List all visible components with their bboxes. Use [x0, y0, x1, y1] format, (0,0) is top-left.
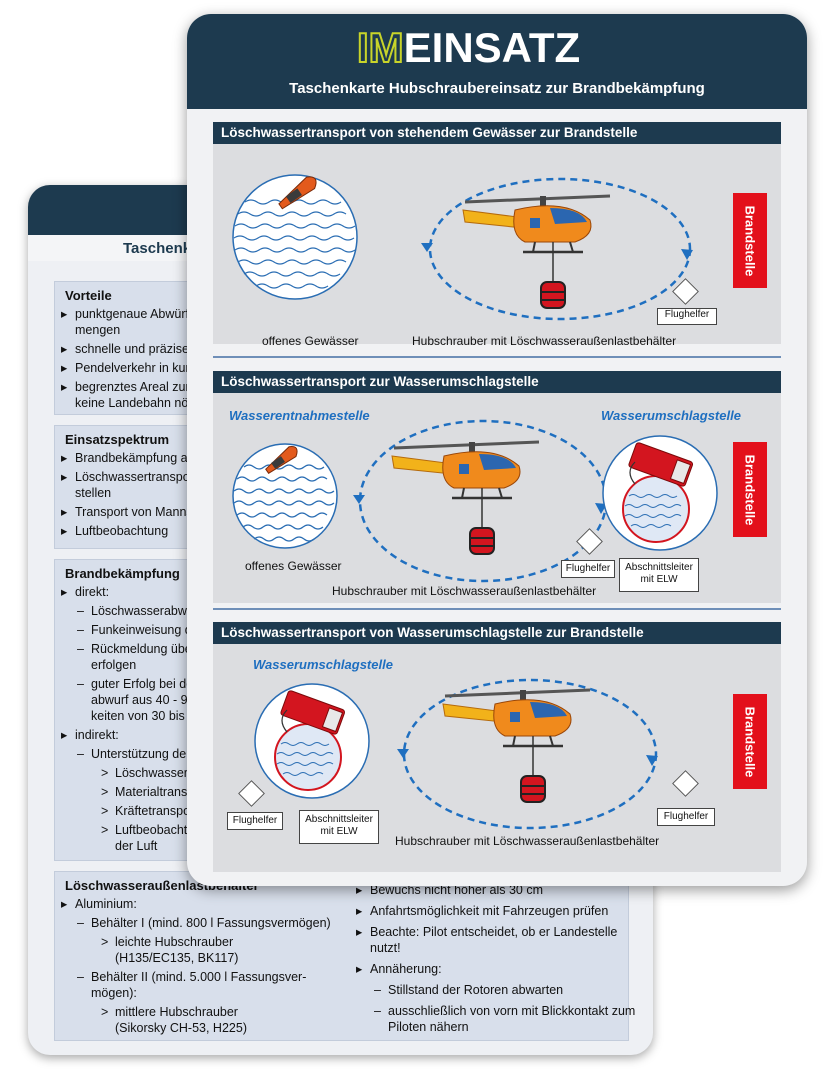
list-item: >Materialtranspo — [101, 785, 202, 799]
list-item: –Löschwasserabwur — [77, 604, 198, 618]
umschlag-icon — [254, 683, 370, 799]
list-item: –Behälter II (mind. 5.000 l Fassungsver- — [77, 970, 307, 984]
list-item: nutzt! — [370, 941, 401, 955]
list-item: (Sikorsky CH-53, H225) — [115, 1021, 247, 1035]
list-item: ▸Löschwassertranspor — [61, 470, 194, 484]
heli-caption: Hubschrauber mit Löschwasseraußenlastbeh… — [332, 584, 597, 598]
list-item: >leichte Hubschrauber — [101, 935, 234, 949]
list-item: ▸Luftbeobachtung — [61, 524, 169, 538]
front-card: IMEINSATZ Taschenkarte Hubschraubereinsa… — [187, 14, 807, 886]
helicopter-icon — [462, 194, 611, 309]
list-item: der Luft — [115, 839, 158, 853]
list-item: ▸schnelle und präzise F — [61, 342, 201, 356]
entnahme-label: Wasserentnahmestelle — [229, 408, 370, 423]
list-item: >Löschwassertra — [101, 766, 203, 780]
vorteile-title: Vorteile — [65, 288, 112, 303]
brandstelle-label: Brandstelle — [733, 193, 767, 288]
section-2-title: Löschwassertransport zur Wasserumschlags… — [213, 371, 781, 393]
list-item: –Stillstand der Rotoren abwarten — [374, 983, 564, 997]
section-divider — [213, 356, 781, 358]
list-item: ▸Annäherung: — [356, 962, 442, 976]
list-item: >Luftbeobachter — [101, 823, 199, 837]
list-item: –Rückmeldung über — [77, 642, 196, 656]
umschlag-label: Wasserumschlagstelle — [601, 408, 741, 423]
flight-path-icon — [397, 678, 658, 830]
water-caption: offenes Gewässer — [262, 334, 359, 348]
water-icon — [232, 174, 358, 300]
list-item: ▸Pendelverkehr in kurz — [61, 361, 196, 375]
list-item: keine Landebahn nötig — [75, 396, 202, 410]
list-item: ▸punktgenaue Abwürfe — [61, 307, 196, 321]
flughelfer-tag: Flughelfer — [657, 808, 715, 826]
einsatzspektrum-title: Einsatzspektrum — [65, 432, 170, 447]
list-item: –Behälter I (mind. 800 l Fassungsvermöge… — [77, 916, 331, 930]
section-3-title: Löschwassertransport von Wasserumschlags… — [213, 622, 781, 644]
list-item: ▸Aluminium: — [61, 897, 137, 911]
heli-caption: Hubschrauber mit Löschwasseraußenlastbeh… — [412, 334, 677, 348]
list-item: –Unterstützung der I — [77, 747, 198, 761]
list-item: –guter Erfolg bei der — [77, 677, 198, 691]
brandstelle-label: Brandstelle — [733, 442, 767, 537]
list-item: keiten von 30 bis 50 — [91, 709, 203, 723]
list-item: ▸indirekt: — [61, 728, 119, 742]
list-item: stellen — [75, 486, 112, 500]
back-card-title: Taschenk — [123, 240, 192, 257]
umschlag-label: Wasserumschlagstelle — [253, 657, 393, 672]
list-item: Piloten nähern — [388, 1020, 469, 1034]
list-item: ▸begrenztes Areal zur L — [61, 380, 201, 394]
water-icon — [232, 443, 338, 549]
behaelter-box: Löschwasseraußenlastbehälter ▸Aluminium:… — [54, 871, 356, 1041]
flughelfer-tag: Flughelfer — [561, 560, 615, 578]
water-caption: offenes Gewässer — [245, 559, 342, 573]
landung-box: ▸Bewuchs nicht höher als 30 cm ▸Anfahrts… — [348, 871, 635, 1041]
list-item: >Kräftetransport — [101, 804, 198, 818]
list-item: –Funkeinweisung du — [77, 623, 199, 637]
helicopter-icon — [442, 688, 591, 803]
front-card-header — [187, 14, 807, 109]
front-subtitle: Taschenkarte Hubschraubereinsatz zur Bra… — [289, 80, 705, 97]
list-item: mögen): — [91, 986, 137, 1000]
brandstelle-label: Brandstelle — [733, 694, 767, 789]
flughelfer-tag: Flughelfer — [227, 812, 283, 830]
umschlag-icon — [602, 435, 718, 551]
list-item: erfolgen — [91, 658, 137, 672]
list-item: abwurf aus 40 - 90 — [91, 693, 195, 707]
list-item: ▸Brandbekämpfung aus — [61, 451, 201, 465]
list-item: ▸Anfahrtsmöglichkeit mit Fahrzeugen prüf… — [356, 904, 609, 918]
flight-path-icon — [421, 177, 693, 321]
helicopter-icon — [391, 440, 540, 555]
brandbekaempfung-title: Brandbekämpfung — [65, 566, 180, 581]
heli-caption: Hubschrauber mit Löschwasseraußenlastbeh… — [395, 834, 660, 848]
list-item: (H135/EC135, BK117) — [115, 951, 239, 965]
list-item: ▸direkt: — [61, 585, 110, 599]
flughelfer-tag: Flughelfer — [657, 308, 717, 325]
list-item: ▸Transport von Mannsc — [61, 505, 199, 519]
list-item: >mittlere Hubschrauber — [101, 1005, 238, 1019]
logo: IMEINSATZ — [356, 23, 581, 72]
list-item: ▸Beachte: Pilot entscheidet, ob er Lande… — [356, 925, 618, 939]
list-item: mengen — [75, 323, 121, 337]
section-1-title: Löschwassertransport von stehendem Gewäs… — [213, 122, 781, 144]
list-item: ▸Bewuchs nicht höher als 30 cm — [356, 883, 544, 897]
list-item: –ausschließlich von vorn mit Blickkontak… — [374, 1004, 636, 1018]
section-divider — [213, 608, 781, 610]
